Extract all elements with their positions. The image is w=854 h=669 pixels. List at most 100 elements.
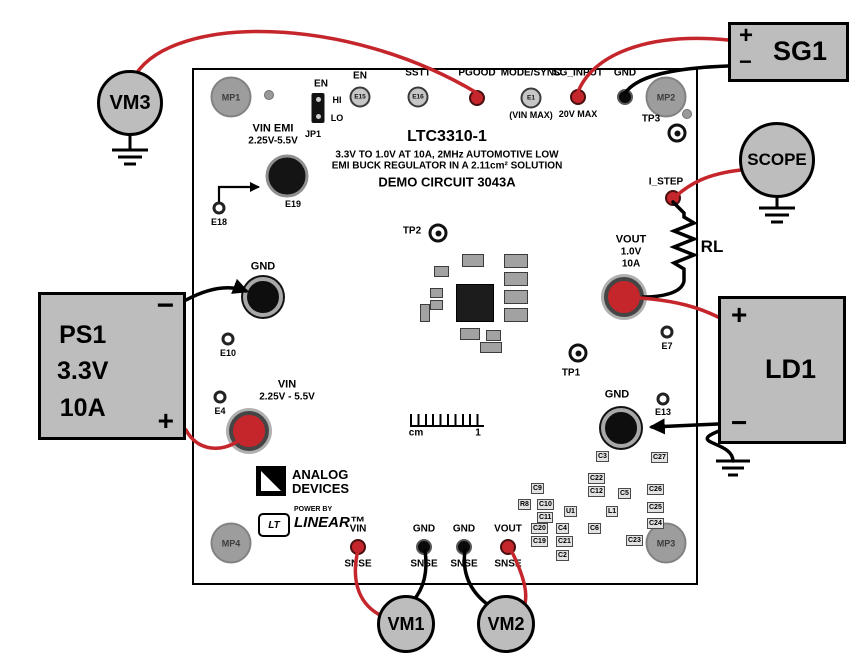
tp2-label: TP2 (402, 225, 422, 237)
ld1-label: LD1 (765, 354, 817, 384)
buck-regulator-ic (456, 284, 494, 322)
e7-label: E7 (661, 340, 673, 351)
component-ref: R8 (518, 499, 531, 510)
component-ref: C25 (647, 502, 664, 513)
component-ref: C12 (588, 486, 605, 497)
gnd-left-label: GND (250, 260, 276, 273)
signal-generator-sg1: + − SG1 (728, 22, 849, 82)
component-ref: C23 (626, 535, 643, 546)
smd-component (462, 254, 484, 267)
vout-voltage-label: 1.0V (620, 246, 642, 258)
component-ref: C19 (531, 536, 548, 547)
smd-component (504, 290, 528, 304)
fiducial-dot (682, 109, 692, 119)
load-ld1: + − LD1 (718, 296, 846, 444)
sg1-plus-terminal: + (739, 22, 754, 49)
vout-terminal (604, 277, 644, 317)
ruler-cm-label: cm (408, 427, 424, 439)
ic-and-passives-cluster (420, 248, 550, 356)
scope-label: SCOPE (747, 150, 807, 169)
ld1-minus-terminal: − (731, 407, 748, 438)
jumper-jp1-label: JP1 (304, 128, 322, 139)
ps1-minus-terminal: − (156, 289, 174, 322)
testpoint-e1: E1 (520, 87, 542, 109)
logo-power-by-text: POWER BY (294, 506, 333, 513)
mounting-hole-mp1: MP1 (210, 76, 252, 118)
sg-input-label: SG_INPUT (552, 67, 604, 79)
smd-component (434, 266, 449, 277)
i-step-label: I_STEP (648, 176, 684, 188)
vout-current-label: 10A (621, 258, 641, 270)
vin-emi-label: VIN EMI (252, 122, 294, 135)
ground-symbol-scope (759, 198, 795, 224)
smd-component (486, 330, 501, 341)
testpoint-e10 (221, 332, 235, 346)
pgood-label: PGOOD (458, 67, 496, 79)
sstt-label: SSTT (405, 67, 431, 79)
voltmeter-vm2: VM2 (477, 595, 535, 653)
ps1-label: PS1 (59, 321, 107, 349)
sg-20v-max-label: 20V MAX (558, 108, 598, 119)
smd-component (430, 288, 443, 298)
demo-board (192, 68, 698, 585)
smd-component (504, 254, 528, 268)
component-ref: C11 (537, 512, 554, 523)
smd-component (480, 342, 502, 353)
analog-devices-logo-icon (256, 466, 286, 496)
testpoint-gnd-snse2 (456, 539, 472, 555)
logo-analog-text: ANALOG (292, 467, 349, 482)
oscilloscope-scope: SCOPE (739, 122, 815, 198)
smd-component (460, 328, 480, 340)
board-desc-line1: 3.3V TO 1.0V AT 10A, 2MHz AUTOMOTIVE LOW (335, 149, 559, 161)
mounting-hole-mp2: MP2 (645, 76, 687, 118)
component-ref: C20 (531, 523, 548, 534)
ps1-voltage: 3.3V (57, 357, 109, 386)
smd-component (430, 300, 443, 310)
en-label: EN (353, 70, 367, 82)
e10-label: E10 (219, 347, 237, 358)
gnd-right-label: GND (604, 388, 630, 401)
testpoint-gnd-snse1 (416, 539, 432, 555)
testpoint-e18 (212, 201, 226, 215)
testpoint-vout-snse (500, 539, 516, 555)
gnd-right-terminal (601, 408, 641, 448)
testpoint-tp2 (428, 223, 448, 243)
ruler-1-label: 1 (475, 427, 481, 439)
logo-linear-text: LINEAR™ (294, 514, 365, 531)
vin-max-label: (VIN MAX) (509, 109, 553, 120)
smd-component (420, 304, 430, 322)
logo-devices-text: DEVICES (292, 481, 350, 496)
testpoint-e15: E15 (349, 86, 371, 108)
component-ref: C27 (651, 452, 668, 463)
vin-range-label: 2.25V - 5.5V (259, 391, 315, 403)
tp1-label: TP1 (561, 367, 581, 379)
vm2-label: VM2 (487, 613, 525, 634)
testpoint-sg-input (570, 89, 586, 105)
vin-snse-label-bot: SNSE (344, 558, 372, 570)
board-title: LTC3310-1 (407, 127, 487, 145)
sg1-minus-terminal: − (739, 49, 752, 74)
board-desc-line3: DEMO CIRCUIT 3043A (378, 174, 516, 190)
component-ref: C4 (556, 523, 569, 534)
vout-label: VOUT (615, 233, 647, 246)
ld1-plus-terminal: + (731, 299, 748, 330)
ps1-plus-terminal: + (157, 405, 174, 436)
mounting-hole-mp3: MP3 (645, 522, 687, 564)
component-ref: C9 (531, 483, 544, 494)
testpoint-i-step (665, 190, 681, 206)
e19-label: E19 (284, 198, 302, 209)
gnd-snse1-label-bot: SNSE (410, 558, 438, 570)
jumper-jp1-block (311, 93, 325, 123)
vin-label: VIN (277, 378, 297, 391)
testpoint-tp1 (568, 343, 588, 363)
smd-component (504, 272, 528, 286)
capacitor-e19 (265, 154, 309, 198)
testpoint-e16: E16 (407, 86, 429, 108)
e13-label: E13 (654, 406, 672, 417)
component-ref: C21 (556, 536, 573, 547)
e4-label: E4 (214, 405, 226, 416)
vm3-label: VM3 (109, 91, 151, 114)
component-ref: C3 (596, 451, 609, 462)
component-ref: U1 (564, 506, 577, 517)
